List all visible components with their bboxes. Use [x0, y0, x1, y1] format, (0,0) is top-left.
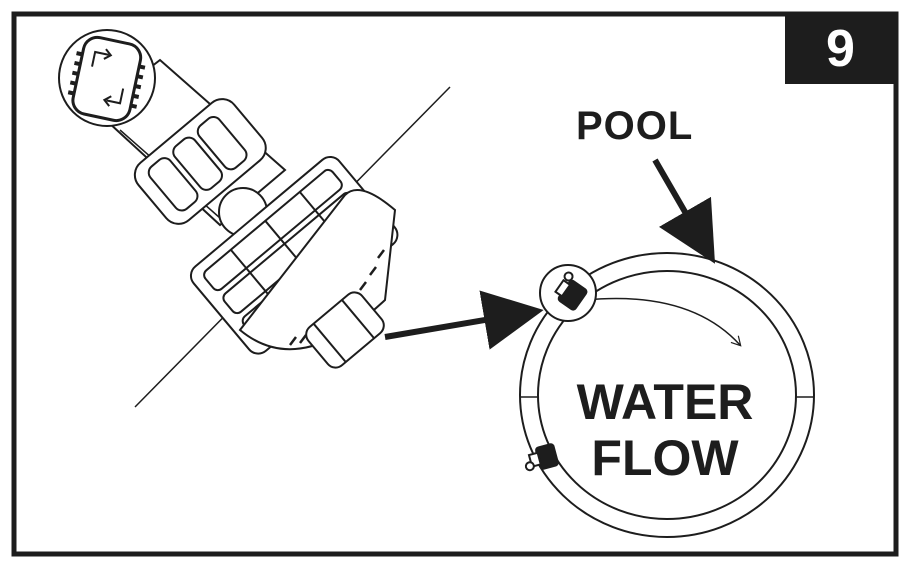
pool-fitting-icon	[524, 443, 559, 472]
pool-ring	[519, 252, 815, 538]
pool-label: POOL	[576, 104, 694, 148]
outer-frame	[11, 11, 899, 557]
water-flow-line1: WATER	[576, 374, 754, 430]
magnified-detail	[58, 29, 156, 127]
pointer-arrow-icon	[652, 158, 716, 264]
step-badge: 9	[785, 14, 896, 84]
water-flow-line2: FLOW	[591, 430, 739, 486]
water-flow-label: WATER FLOW	[545, 374, 785, 486]
pool-inlet-valve-icon	[93, 58, 451, 408]
water-flow-arrow	[584, 297, 742, 347]
step-number: 9	[826, 20, 855, 78]
pool-fitting-icon	[539, 264, 597, 322]
pointer-arrow-icon	[384, 290, 544, 350]
